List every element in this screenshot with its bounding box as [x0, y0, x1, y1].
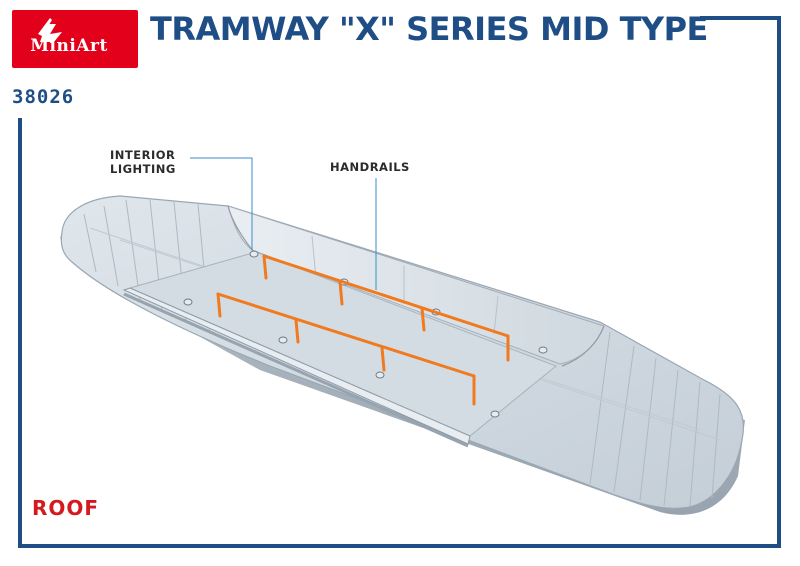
callout-handrails: HANDRAILS: [330, 160, 410, 174]
page-title: TRAMWAY "X" SERIES MID TYPE: [150, 10, 708, 48]
callout-interior-lighting-line1: INTERIOR: [110, 148, 176, 162]
callout-leader-lines: [190, 157, 377, 290]
side-rail: [122, 287, 471, 448]
callout-interior-lighting: INTERIOR LIGHTING: [110, 148, 176, 176]
logo-text: MiniArt: [30, 36, 108, 56]
handrails: [216, 254, 510, 406]
kit-code: 38026: [12, 86, 75, 108]
miniart-logo: [12, 10, 138, 68]
roof-vault: [227, 205, 605, 367]
callout-interior-lighting-line2: LIGHTING: [110, 162, 176, 176]
section-label-roof: ROOF: [32, 496, 100, 520]
